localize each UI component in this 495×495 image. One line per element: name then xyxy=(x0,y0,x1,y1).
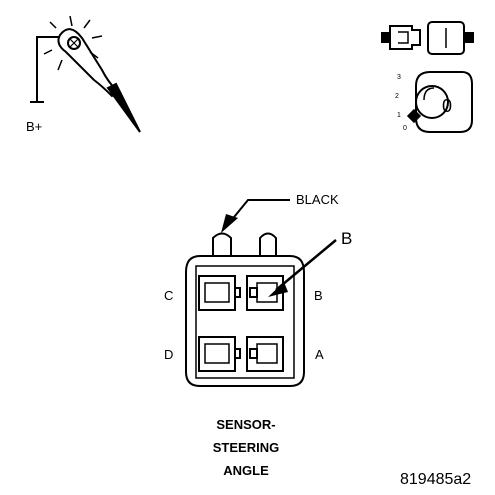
probe-label: B+ xyxy=(26,119,42,134)
ignition-position-3: 3 xyxy=(397,74,401,81)
caption-line-3: ANGLE xyxy=(223,463,269,478)
pin-label-a: A xyxy=(315,347,324,362)
ignition-position-0: 0 xyxy=(403,125,407,132)
probe-lead-wire xyxy=(36,36,60,102)
ignition-key-label: 0 xyxy=(442,96,452,116)
ignition-position-1: 1 xyxy=(397,112,401,119)
connector-disconnect-icon xyxy=(381,21,474,55)
pin-cavity-c xyxy=(198,275,241,311)
light-rays xyxy=(43,15,103,71)
caption-line-1: SENSOR- xyxy=(216,417,275,432)
ignition-position-2: 2 xyxy=(395,93,399,100)
pin-label-b: B xyxy=(314,288,323,303)
pin-cavity-d xyxy=(198,336,241,372)
pin-label-c: C xyxy=(164,288,173,303)
pin-cavity-a xyxy=(246,336,284,372)
terminal-post-left xyxy=(212,232,232,256)
connector-body xyxy=(185,255,305,387)
pin-b-callout-label: B xyxy=(341,229,352,248)
connector-housing xyxy=(185,232,305,387)
caption-line-2: STEERING xyxy=(213,440,279,455)
black-wire-leader xyxy=(221,199,290,233)
ignition-switch-icon xyxy=(406,71,473,133)
black-wire-label: BLACK xyxy=(296,192,339,207)
probe-tip xyxy=(106,82,141,133)
test-light-probe-icon xyxy=(30,15,141,133)
terminal-post-right xyxy=(259,232,277,256)
pin-label-d: D xyxy=(164,347,173,362)
pin-b-callout-arrow xyxy=(268,239,337,297)
connector-inner-frame xyxy=(195,265,295,379)
figure-id: 819485a2 xyxy=(400,471,471,488)
probe-handle xyxy=(57,28,120,98)
